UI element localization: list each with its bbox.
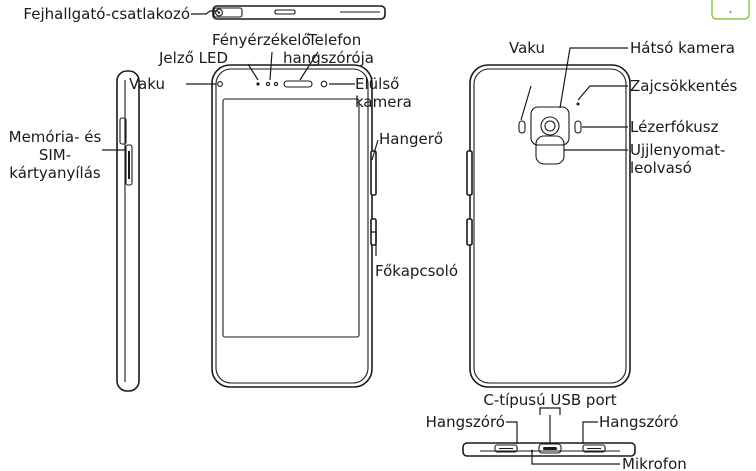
leader-lines [102, 10, 628, 465]
label-speaker-right: Hangszóró [599, 413, 678, 431]
label-speaker-left: Hangszóró [426, 413, 505, 431]
label-noise-cancel: Zajcsökkentés [630, 77, 738, 95]
label-earpiece-line1: Telefon [307, 31, 361, 49]
label-sim-line2: SIM- [39, 146, 71, 164]
label-front-camera-line1: Elülső [355, 75, 399, 93]
label-laser-focus: Lézerfókusz [630, 118, 719, 136]
label-rear-camera: Hátsó kamera [630, 39, 735, 57]
label-microphone: Mikrofon [622, 455, 687, 471]
phone-left-side [116, 70, 140, 392]
label-fingerprint-line1: Ujjlenyomat- [630, 141, 725, 159]
phone-back [466, 64, 631, 388]
label-led: Jelző LED [158, 49, 228, 67]
speaker-grille-left [494, 444, 518, 453]
label-earpiece-line2: hangszórója [283, 49, 374, 67]
label-fingerprint-line2: leolvasó [630, 159, 692, 177]
label-front-camera-line2: kamera [355, 93, 412, 111]
phone-top-edge [212, 5, 386, 20]
phone-bottom-edge [462, 442, 636, 457]
label-flash-rear: Vaku [509, 39, 545, 57]
label-sim-line3: kártyanyílás [9, 164, 101, 182]
label-light-sensor: Fényérzékelő [212, 31, 311, 49]
label-power: Főkapcsoló [375, 262, 458, 280]
corner-tab-icon [711, 0, 750, 20]
label-flash-front: Vaku [129, 75, 165, 93]
speaker-grille-right [582, 444, 606, 453]
label-volume: Hangerő [379, 130, 443, 148]
phone-front [211, 64, 377, 388]
label-headphone-jack: Fejhallgató-csatlakozó [23, 5, 190, 23]
label-usb-port: C-típusú USB port [483, 391, 616, 409]
label-sim-line1: Memória- és [9, 128, 102, 146]
